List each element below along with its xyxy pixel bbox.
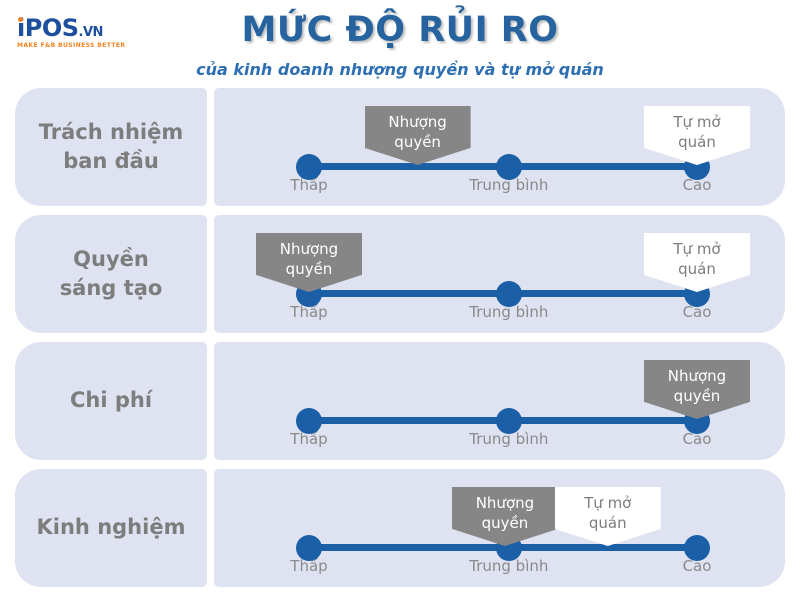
row-label: Trách nhiệm ban đầu: [15, 88, 207, 206]
scale-dot-high: [684, 534, 710, 561]
row-label: Kinh nghiệm: [15, 469, 207, 587]
risk-row-initial-responsibility: Trách nhiệm ban đầu Thấp Trung bình Cao …: [15, 88, 785, 206]
scale-tick-medium: Trung bình: [469, 303, 549, 321]
page-title: MỨC ĐỘ RỦI RO: [241, 10, 559, 50]
ipos-logo-text: iPOS.vn: [17, 16, 127, 40]
scale-tick-high: Cao: [682, 430, 712, 448]
franchise-marker: Nhượng quyền: [256, 233, 362, 292]
logo-domain-suffix: .vn: [78, 25, 104, 40]
self-open-marker: Tự mở quán: [644, 106, 750, 165]
risk-scale-track: Thấp Trung bình Cao Nhượng quyền Tự mở q…: [256, 233, 750, 321]
row-label: Chi phí: [15, 342, 207, 460]
risk-scale-panel: Thấp Trung bình Cao Nhượng quyền: [214, 342, 785, 460]
franchise-marker: Nhượng quyền: [644, 360, 750, 419]
ipos-logo: iPOS.vn MAKE F&B BUSINESS BETTER: [17, 16, 127, 49]
franchise-marker-label: quyền: [285, 259, 333, 278]
scale-tick-low: Thấp: [290, 176, 328, 194]
risk-row-cost: Chi phí Thấp Trung bình Cao Nhượng quyền: [15, 342, 785, 460]
risk-scale-track: Thấp Trung bình Cao Nhượng quyền: [290, 360, 750, 448]
franchise-marker-label: Nhượng: [475, 494, 535, 512]
franchise-marker-label: Nhượng: [388, 113, 447, 131]
scale-tick-medium: Trung bình: [469, 176, 549, 194]
row-label-line: Quyền: [73, 246, 149, 271]
logo-name: iPOS: [17, 14, 79, 42]
scale-dot-low: [296, 534, 322, 561]
scale-dot-medium: [495, 407, 522, 434]
scale-dot-low: [296, 407, 322, 434]
scale-tick-low: Thấp: [290, 303, 328, 321]
scale-tick-low: Thấp: [290, 557, 328, 575]
scale-tick-medium: Trung bình: [469, 430, 549, 448]
row-label: Quyền sáng tạo: [15, 215, 207, 333]
scale-dot-low: [296, 153, 322, 180]
risk-scale-track: Thấp Trung bình Cao Nhượng quyền Tự mở q…: [290, 487, 711, 575]
row-label-line: ban đầu: [63, 149, 159, 173]
self-open-marker: Tự mở quán: [644, 233, 750, 292]
franchise-marker-label: quyền: [673, 386, 721, 405]
scale-tick-high: Cao: [682, 557, 712, 575]
scale-tick-low: Thấp: [290, 430, 328, 448]
scale-tick-high: Cao: [682, 303, 712, 321]
scale-tick-high: Cao: [682, 176, 712, 194]
self-open-marker-label: quán: [588, 513, 627, 532]
scale-dot-medium: [495, 280, 522, 307]
franchise-marker-label: Nhượng: [667, 367, 727, 385]
risk-scale-track: Thấp Trung bình Cao Nhượng quyền Tự mở q…: [290, 106, 750, 194]
franchise-marker-label: quyền: [481, 513, 529, 532]
risk-row-experience: Kinh nghiệm Thấp Trung bình Cao Nhượng q…: [15, 469, 785, 587]
franchise-marker-label: Nhượng: [279, 240, 339, 258]
self-open-marker-label: quán: [678, 132, 716, 151]
scale-tick-medium: Trung bình: [469, 557, 549, 575]
self-open-marker-label: Tự mở: [673, 240, 721, 258]
self-open-marker-label: Tự mở: [673, 113, 721, 131]
franchise-marker-label: quyền: [394, 132, 441, 151]
risk-scale-panel: Thấp Trung bình Cao Nhượng quyền Tự mở q…: [214, 88, 785, 206]
row-label-line: Kinh nghiệm: [36, 515, 186, 540]
franchise-marker: Nhượng quyền: [451, 487, 558, 546]
franchise-marker: Nhượng quyền: [364, 106, 471, 165]
logo-tagline: MAKE F&B BUSINESS BETTER: [17, 42, 126, 49]
row-label-line: sáng tạo: [59, 276, 163, 300]
self-open-marker-label: quán: [678, 259, 716, 278]
risk-row-creative-rights: Quyền sáng tạo Thấp Trung bình Cao Nhượn…: [15, 215, 785, 333]
self-open-marker-label: Tự mở: [584, 494, 632, 512]
risk-rows: Trách nhiệm ban đầu Thấp Trung bình Cao …: [15, 88, 785, 596]
row-label-line: Chi phí: [69, 388, 153, 413]
risk-scale-panel: Thấp Trung bình Cao Nhượng quyền Tự mở q…: [214, 469, 785, 587]
logo-i-dot-icon: [18, 17, 23, 22]
self-open-marker: Tự mở quán: [554, 487, 661, 546]
risk-scale-panel: Thấp Trung bình Cao Nhượng quyền Tự mở q…: [214, 215, 785, 333]
scale-dot-medium: [495, 153, 522, 180]
row-label-line: Trách nhiệm: [38, 119, 184, 144]
page-subtitle: của kinh doanh nhượng quyền và tự mở quá…: [196, 60, 604, 79]
